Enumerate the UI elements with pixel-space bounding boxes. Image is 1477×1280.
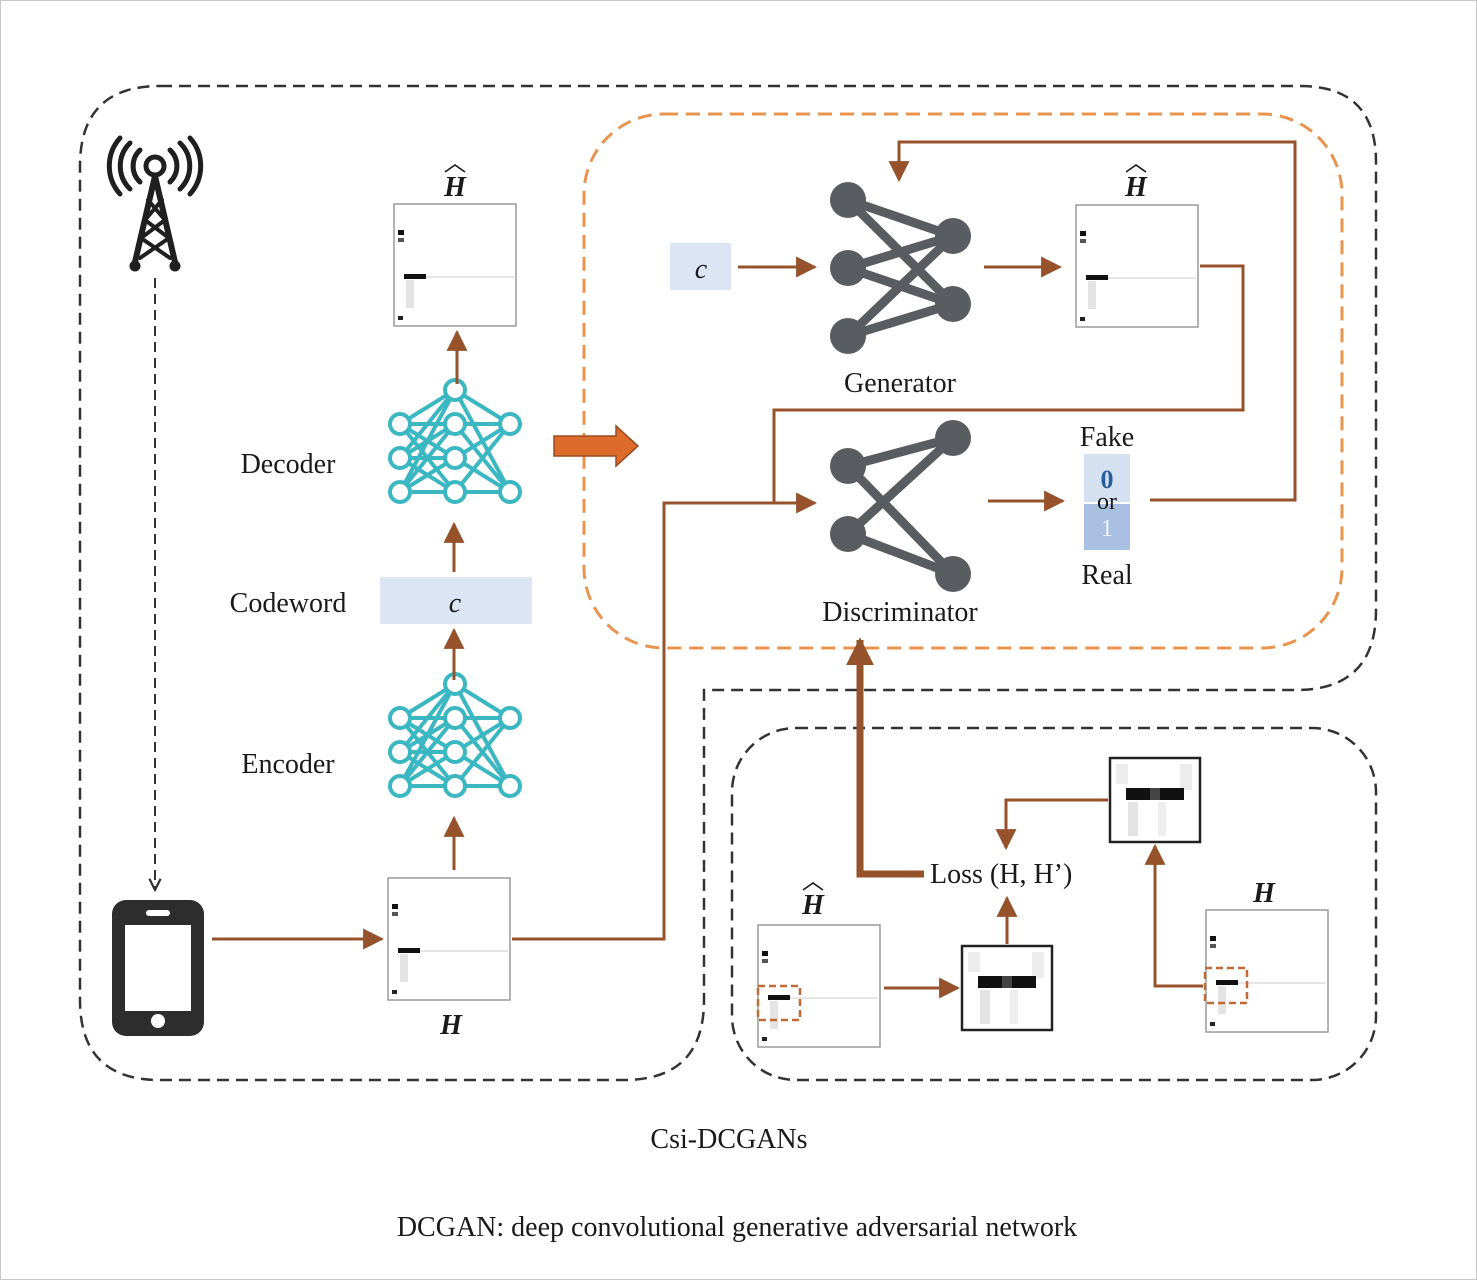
real-h-to-discriminator-line [512, 492, 818, 941]
generator-label: Generator [844, 368, 957, 399]
loss-label: Loss (H, H’) [930, 859, 1072, 890]
encoder-network-icon [388, 672, 522, 798]
h-hat-label-generator: H [1124, 172, 1148, 203]
figure-title: Csi-DCGANs [650, 1124, 807, 1155]
generator-network-icon [830, 182, 971, 354]
hat-accent [1125, 164, 1147, 173]
generator-input-symbol: c [695, 254, 708, 285]
discriminator-feedback-loop [888, 140, 1297, 502]
fake-box [1084, 454, 1130, 502]
loss-to-discriminator-arrow [846, 637, 924, 878]
codeword-box [380, 577, 532, 624]
real-value: 1 [1101, 516, 1113, 542]
figure-footnote: DCGAN: deep convolutional generative adv… [397, 1212, 1077, 1243]
decoder-label: Decoder [241, 449, 337, 480]
real-box [1084, 504, 1130, 550]
codeword-symbol: c [449, 588, 462, 619]
hat-accent [444, 164, 466, 173]
discriminator-network-icon [830, 420, 971, 592]
base-station-icon [106, 135, 204, 272]
h-label-loss: H [1252, 878, 1276, 909]
crop-h-to-loss-arrow [995, 798, 1108, 851]
generated-to-discriminator-line [772, 264, 1245, 503]
h-label-input: H [439, 1010, 463, 1041]
crop-h-zoomed [1108, 756, 1202, 844]
encoder-label: Encoder [241, 749, 335, 780]
h-hat-label-loss: H [801, 890, 825, 921]
codeword-label: Codeword [230, 588, 347, 619]
csi-matrix-h-loss [1205, 909, 1329, 1033]
loss-boundary [730, 726, 1378, 1082]
csi-matrix-h-hat-loss [757, 924, 881, 1048]
noise-codeword-box [670, 243, 731, 290]
fake-label: Fake [1080, 422, 1134, 453]
fake-value: 0 [1101, 465, 1114, 494]
or-label: or [1097, 489, 1117, 515]
csi-matrix-h-input [387, 877, 511, 1001]
real-label: Real [1081, 560, 1133, 591]
crop-h-hat-zoomed [960, 944, 1054, 1032]
pretrained-transfer-arrow [553, 424, 640, 468]
mobile-phone-icon [112, 900, 204, 1036]
crop-region-h [1203, 966, 1249, 1005]
csi-matrix-generated [1075, 204, 1199, 328]
gan-boundary [582, 112, 1344, 650]
h-hat-label-decoder: H [443, 172, 467, 203]
decoder-network-icon [388, 378, 522, 504]
h-crop-arrow [1144, 843, 1203, 988]
csi-matrix-h-hat-reconstructed [393, 203, 517, 327]
outer-system-boundary [78, 84, 1378, 1082]
hat-accent [802, 882, 824, 891]
crop-region-h-hat [756, 984, 802, 1022]
discriminator-label: Discriminator [822, 597, 978, 628]
